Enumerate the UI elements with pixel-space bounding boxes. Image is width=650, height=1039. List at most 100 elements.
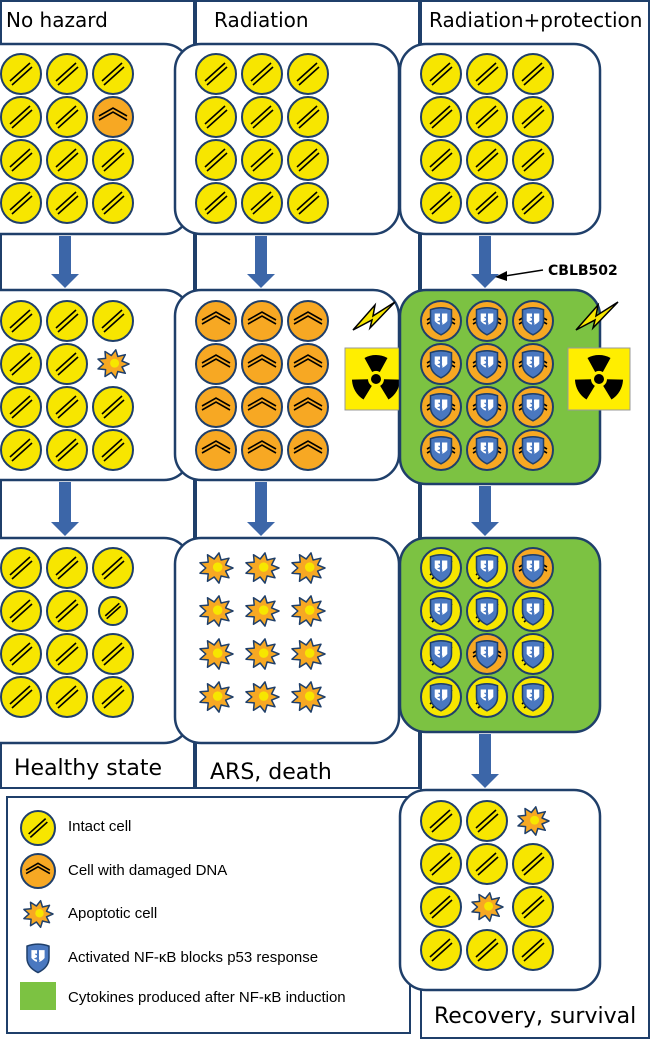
apoptotic-cell xyxy=(199,552,234,584)
damaged-cell xyxy=(20,853,56,889)
apoptotic-cell xyxy=(517,806,550,836)
intact-cell xyxy=(420,96,462,138)
apoptotic-cell xyxy=(291,552,326,584)
intact-cell xyxy=(287,139,329,181)
intact-cell xyxy=(466,929,508,971)
damaged-cell xyxy=(195,343,237,385)
intact-cell xyxy=(420,800,462,842)
apoptotic-cell xyxy=(97,349,130,379)
column-title-radiation: Radiation xyxy=(214,8,309,32)
protected-cell xyxy=(512,676,554,718)
intact-cell xyxy=(92,429,134,471)
intact-cell xyxy=(195,182,237,224)
intact-cell xyxy=(46,547,88,589)
intact-cell xyxy=(0,676,42,718)
legend-label-intact: Intact cell xyxy=(68,818,132,835)
flow-arrow xyxy=(471,734,499,788)
flow-arrow xyxy=(51,482,79,536)
intact-cell xyxy=(46,53,88,95)
protected-cell xyxy=(466,386,508,428)
apoptotic-cell xyxy=(291,681,326,713)
intact-cell xyxy=(241,96,283,138)
flow-arrow xyxy=(247,236,275,288)
intact-cell xyxy=(0,590,42,632)
drug-label-cblb502: CBLB502 xyxy=(548,263,618,279)
legend-cytokine-swatch xyxy=(20,982,56,1010)
intact-cell xyxy=(512,96,554,138)
intact-cell xyxy=(46,182,88,224)
intact-cell xyxy=(92,633,134,675)
apoptotic-cell xyxy=(199,681,234,713)
legend-label-apoptotic: Apoptotic cell xyxy=(68,905,158,922)
intact-cell xyxy=(46,386,88,428)
intact-cell xyxy=(466,139,508,181)
intact-cell xyxy=(420,886,462,928)
intact-cell xyxy=(46,633,88,675)
protected-cell xyxy=(512,633,554,675)
damaged-cell xyxy=(287,386,329,428)
intact-cell xyxy=(46,96,88,138)
intact-cell xyxy=(92,300,134,342)
intact-cell xyxy=(0,386,42,428)
protected-cell xyxy=(420,633,462,675)
column-title-radiation-protection: Radiation+protection xyxy=(429,8,643,32)
intact-cell xyxy=(420,53,462,95)
intact-cell xyxy=(287,53,329,95)
intact-cell xyxy=(195,96,237,138)
damaged-cell xyxy=(287,343,329,385)
protected-cell xyxy=(466,429,508,471)
intact-cell xyxy=(512,843,554,885)
flow-arrow xyxy=(471,236,499,288)
protected-cell xyxy=(420,429,462,471)
protected-cell xyxy=(466,633,508,675)
apoptotic-cell xyxy=(245,595,280,627)
damaged-cell xyxy=(195,386,237,428)
protected-cell xyxy=(512,343,554,385)
intact-cell xyxy=(512,182,554,224)
flow-arrow xyxy=(51,236,79,288)
damaged-cell xyxy=(92,96,134,138)
legend-label-nfkb: Activated NF-κB blocks p53 response xyxy=(68,949,319,966)
intact-cell xyxy=(420,139,462,181)
intact-cell xyxy=(466,182,508,224)
intact-cell xyxy=(512,886,554,928)
apoptotic-cell xyxy=(245,638,280,670)
protected-cell xyxy=(466,590,508,632)
damaged-cell xyxy=(195,429,237,471)
legend-label-cytokines: Cytokines produced after NF-κB induction xyxy=(68,989,346,1006)
apoptotic-cell xyxy=(245,681,280,713)
protected-cell xyxy=(420,343,462,385)
intact-cell xyxy=(92,53,134,95)
intact-cell xyxy=(46,676,88,718)
apoptotic-cell xyxy=(23,899,54,929)
intact-cell xyxy=(287,96,329,138)
damaged-cell xyxy=(195,300,237,342)
damaged-cell xyxy=(287,429,329,471)
legend-panel xyxy=(6,796,411,1034)
protected-cell xyxy=(512,300,554,342)
radiation-hazard-icon xyxy=(344,301,408,411)
drug-pointer-arrowhead xyxy=(495,271,507,281)
legend-nfkb-shield-icon xyxy=(26,943,50,974)
drug-pointer-line xyxy=(504,269,544,277)
intact-cell xyxy=(0,182,42,224)
intact-cell xyxy=(92,182,134,224)
intact-cell xyxy=(46,590,88,632)
protected-cell xyxy=(420,676,462,718)
intact-cell xyxy=(466,843,508,885)
apoptotic-cell xyxy=(245,552,280,584)
intact-cell xyxy=(92,547,134,589)
intact-cell xyxy=(0,343,42,385)
flow-arrow xyxy=(471,486,499,536)
damaged-cell xyxy=(287,300,329,342)
intact-cell xyxy=(195,139,237,181)
intact-cell xyxy=(420,929,462,971)
intact-cell xyxy=(512,53,554,95)
radiation-hazard-icon xyxy=(567,301,631,411)
intact-cell xyxy=(46,429,88,471)
protected-cell xyxy=(466,343,508,385)
intact-cell xyxy=(0,633,42,675)
intact-cell xyxy=(46,139,88,181)
protected-cell xyxy=(466,300,508,342)
